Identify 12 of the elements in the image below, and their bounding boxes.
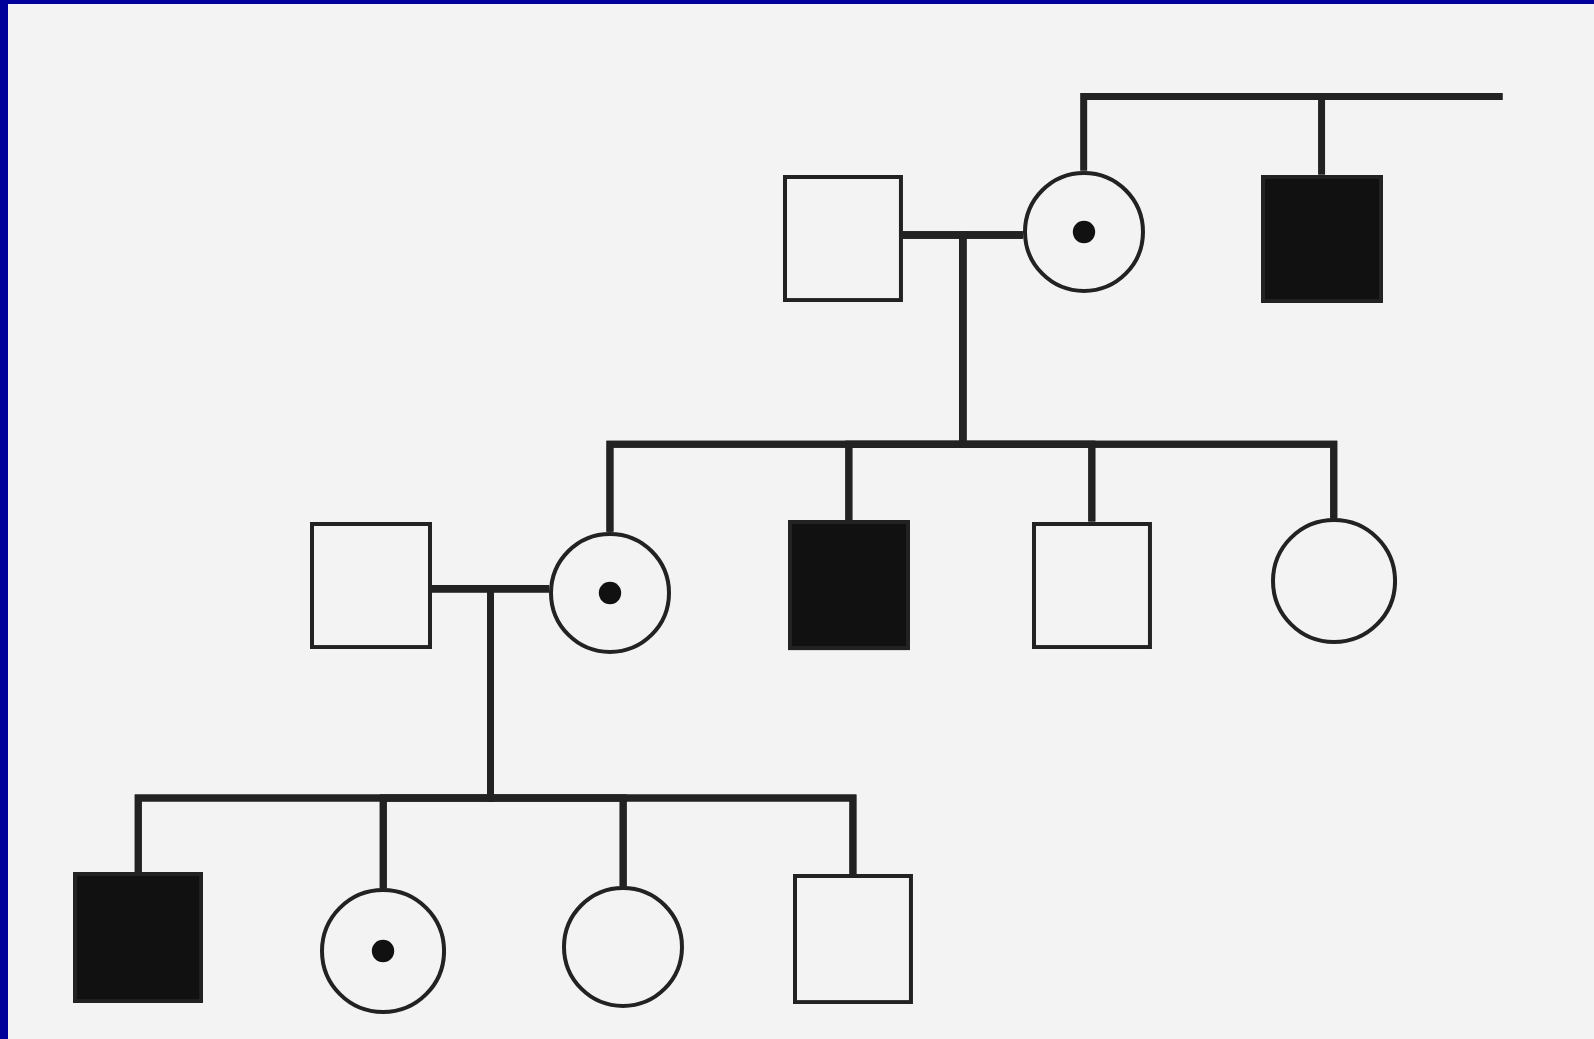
carrier-female-circle (1022, 170, 1145, 293)
male-square (782, 174, 903, 302)
carrier-female-circle (548, 531, 671, 654)
male-square (1031, 521, 1152, 649)
affected-male-square (73, 872, 204, 1004)
male-square (792, 874, 913, 1005)
affected-male-square (787, 520, 910, 651)
female-circle (562, 886, 685, 1009)
carrier-female-circle (320, 888, 447, 1015)
male-square (310, 521, 433, 649)
affected-male-square (1260, 174, 1383, 303)
female-circle (1270, 518, 1397, 645)
